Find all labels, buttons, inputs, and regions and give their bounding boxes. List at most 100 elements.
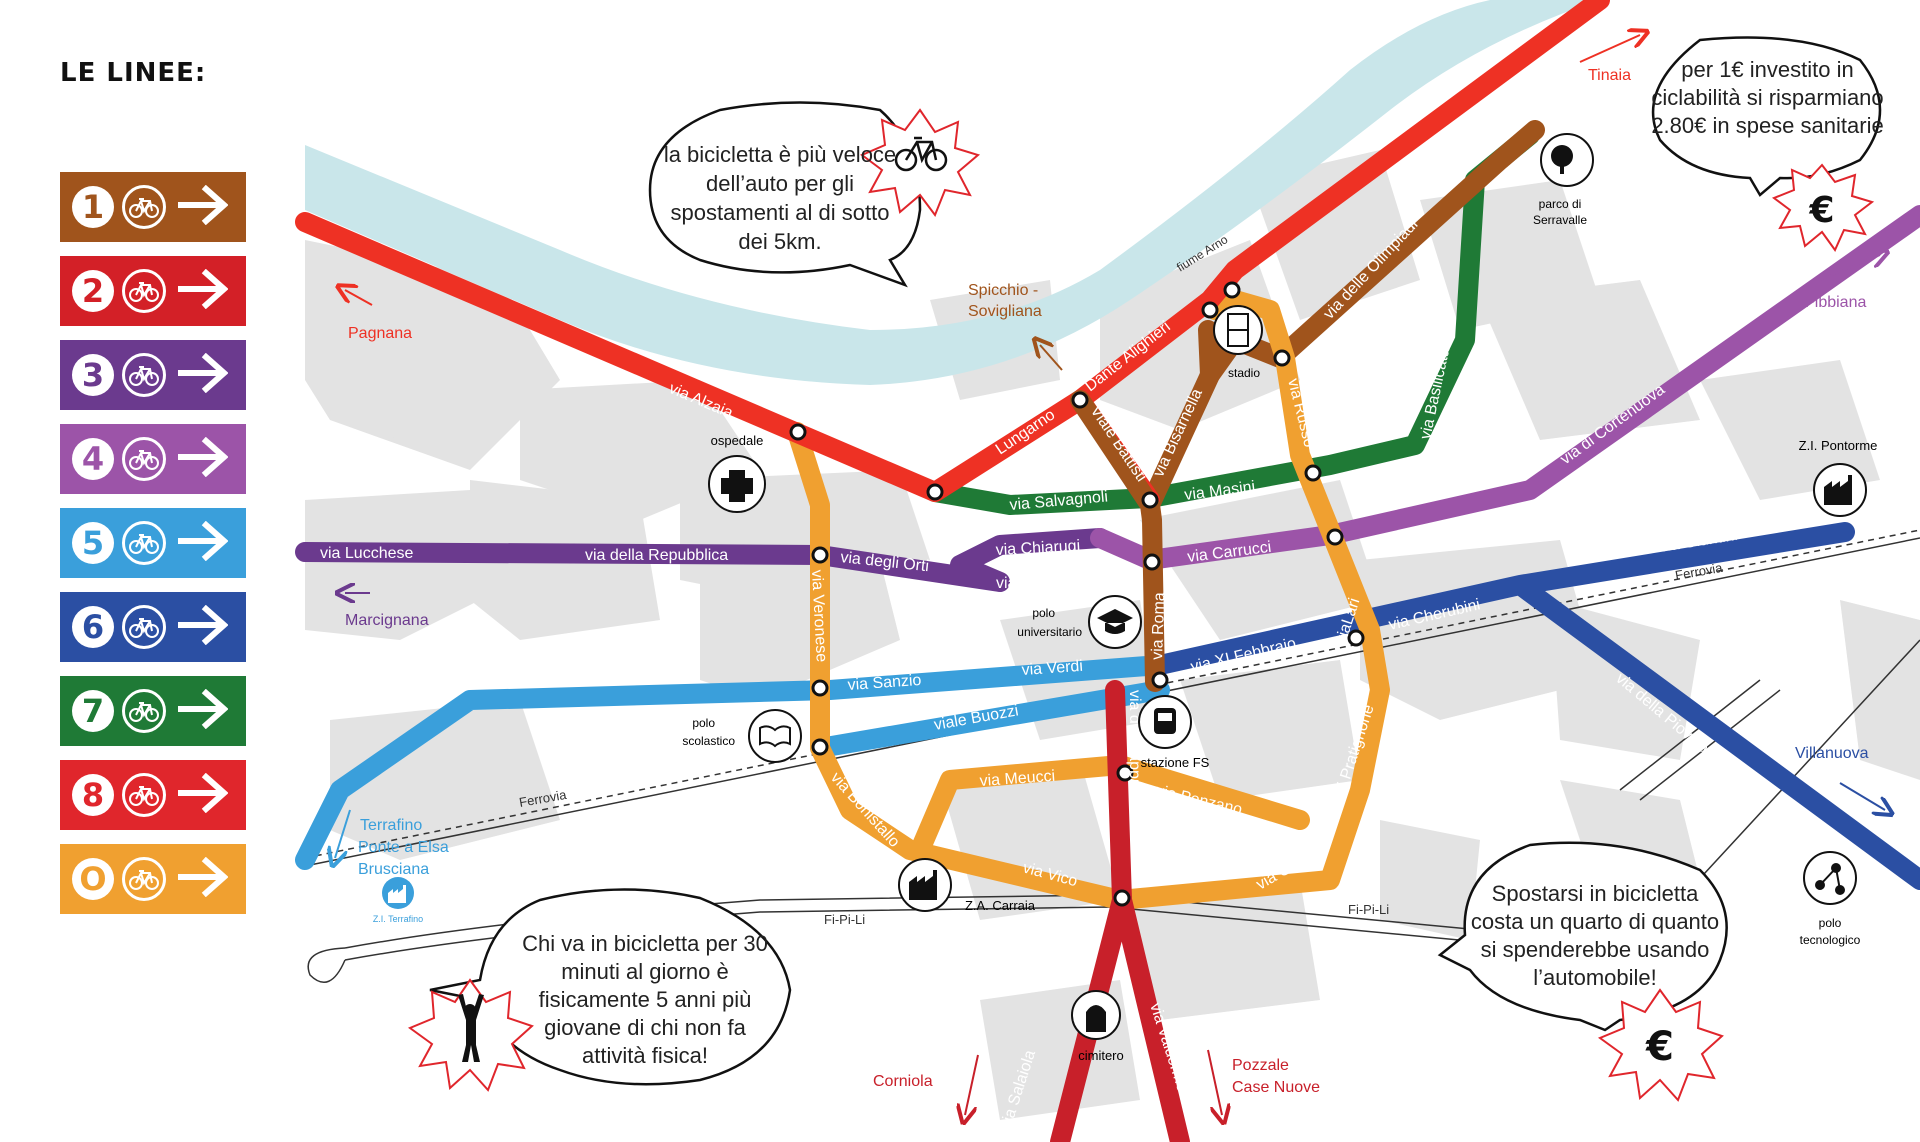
street-via-repubblica: via della Repubblica [585, 547, 728, 564]
place-ponte-a-elsa: Ponte a Elsa [358, 839, 449, 856]
place-case-nuove: Case Nuove [1232, 1079, 1320, 1096]
graduation-cap-icon [1097, 609, 1133, 634]
bicycle-icon [122, 185, 166, 229]
place-marcignana: Marcignana [345, 612, 429, 629]
legend-line-number: 5 [72, 522, 114, 564]
bubble-bike-fast-text: la bicicletta è più veloce dell’auto per… [663, 142, 897, 254]
bicycle-icon [122, 689, 166, 733]
river-arno [305, 0, 1600, 385]
street-via-meucci: via Meucci [979, 768, 1056, 790]
poi-polo-scolastico: polo scolastico [682, 709, 802, 763]
place-pozzale: Pozzale [1232, 1057, 1289, 1074]
street-via-verdi: via Verdi [1021, 658, 1083, 679]
street-via-chiarugi: via Chiarugi [995, 538, 1080, 559]
poi-polo-scol-label-1: polo [692, 716, 715, 730]
factory-icon [1824, 475, 1852, 505]
street-via-roma: via Roma [1149, 592, 1168, 660]
place-terrafino: Terrafino [360, 817, 422, 834]
poi-stazione-label: stazione FS [1141, 755, 1210, 770]
label-fipili-left: Fi-Pi-Li [824, 912, 865, 927]
starburst-person [407, 978, 534, 1092]
place-spicchio: Spicchio - [968, 282, 1038, 299]
cross-icon [721, 470, 753, 502]
bubble-bike-fast [648, 101, 922, 288]
arrow-right-icon [177, 772, 229, 818]
legend-line-number: 4 [72, 438, 114, 480]
poi-stadio: stadio [1213, 305, 1263, 380]
poi-ospedale: ospedale [708, 433, 766, 513]
poi-polo-univ-label-1: polo [1032, 606, 1055, 620]
poi-polo-univ-label-2: universitario [1017, 625, 1082, 639]
legend-line-8: 8 [60, 760, 246, 830]
place-tinaia: Tinaia [1588, 67, 1631, 84]
legend-line-number: O [72, 858, 114, 900]
bicycle-icon [894, 136, 948, 172]
arrow-right-icon [177, 856, 229, 902]
legend-line-o: O [60, 844, 246, 914]
place-sovigliana: Sovigliana [968, 303, 1042, 320]
poi-polo-tec-label-1: polo [1819, 916, 1842, 930]
street-via-del-papa: via Del Papa [996, 575, 1087, 592]
poi-polo-scol-label-2: scolastico [682, 734, 735, 748]
legend-line-number: 6 [72, 606, 114, 648]
stations [789, 281, 1365, 907]
bubble-young-text: Chi va in bicicletta per 30 minuti al gi… [522, 931, 768, 1068]
legend-line-2: 2 [60, 256, 246, 326]
line-5 [295, 655, 1170, 870]
starburst-euro-bottom: € [1597, 988, 1724, 1102]
street-via-lucchese: via Lucchese [320, 545, 413, 562]
euro-icon: € [1808, 190, 1834, 231]
bicycle-icon [122, 269, 166, 313]
bicycle-icon [122, 521, 166, 565]
legend-line-number: 8 [72, 774, 114, 816]
bicycle-icon [122, 773, 166, 817]
bicycle-icon [122, 437, 166, 481]
poi-zi-pontorme: Z.I. Pontorme [1799, 438, 1877, 517]
place-fibbiana: Fibbiana [1805, 294, 1866, 311]
poi-polo-tec-label-2: tecnologico [1800, 933, 1861, 947]
line-1 [1140, 120, 1545, 692]
tree-icon [1551, 145, 1573, 167]
arrow-corniola [965, 1054, 979, 1115]
poi-stadio-label: stadio [1228, 366, 1260, 380]
legend-line-3: 3 [60, 340, 246, 410]
network-icon [1815, 863, 1845, 895]
poi-za-carraia: Z.A. Carraia [898, 858, 1036, 913]
bubble-investment-text: per 1€ investito in ciclabilità si rispa… [1651, 57, 1884, 138]
poi-zi-terrafino: Z.I. Terrafino [373, 877, 423, 924]
arrow-right-icon [177, 688, 229, 734]
bicycle-icon [122, 605, 166, 649]
place-brusciana: Brusciana [358, 861, 429, 878]
factory-icon [909, 870, 937, 900]
street-lungarno: Lungarno [993, 406, 1059, 458]
arrow-fibbiana [1819, 255, 1880, 281]
arrow-tinaia [1579, 35, 1640, 63]
factory-icon [388, 885, 406, 903]
street-via-bonistallo: via Bonistallo [827, 769, 903, 851]
bicycle-icon [122, 353, 166, 397]
person-cheering-icon [458, 994, 484, 1062]
arrow-pagnana [345, 290, 373, 306]
street-via-veronese: via Veronese [808, 569, 830, 662]
place-pagnana: Pagnana [348, 325, 412, 342]
legend-line-4: 4 [60, 424, 246, 494]
starburst-bike [860, 108, 981, 218]
euro-icon: € [1645, 1024, 1674, 1070]
label-fipili-right: Fi-Pi-Li [1348, 902, 1389, 917]
legend-line-number: 1 [72, 186, 114, 228]
legend-line-7: 7 [60, 676, 246, 746]
legend-line-6: 6 [60, 592, 246, 662]
place-corniola: Corniola [873, 1073, 933, 1090]
legend-title: LE LINEE: [60, 58, 207, 88]
poi-zi-terrafino-label: Z.I. Terrafino [373, 914, 423, 924]
poi-ospedale-label: ospedale [711, 433, 764, 448]
legend-line-5: 5 [60, 508, 246, 578]
poi-cimitero: cimitero [1071, 990, 1124, 1063]
poi-parco: parco di Serravalle [1533, 133, 1594, 227]
place-villanuova: Villanuova [1795, 745, 1869, 762]
legend-line-number: 3 [72, 354, 114, 396]
arrow-villanuova [1839, 782, 1885, 810]
legend-line-1: 1 [60, 172, 246, 242]
arrow-right-icon [177, 184, 229, 230]
